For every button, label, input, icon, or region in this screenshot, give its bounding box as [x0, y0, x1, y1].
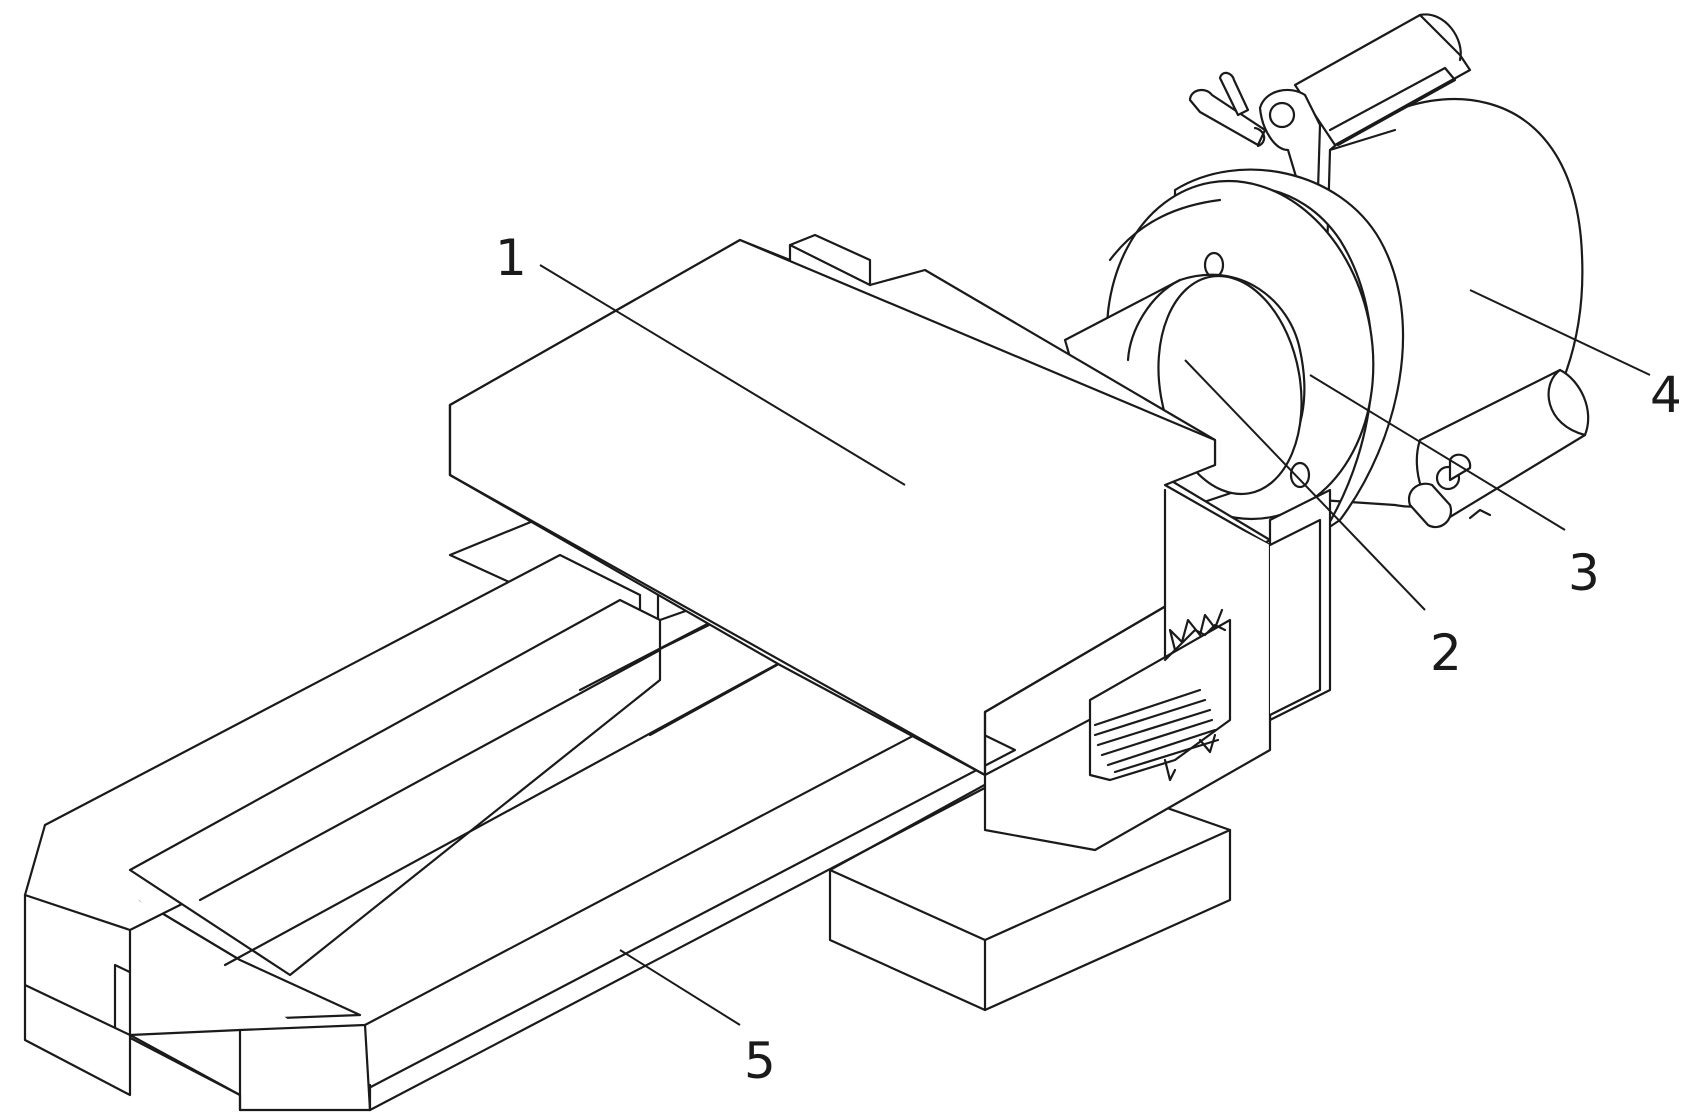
callout-2: 2: [1430, 624, 1462, 682]
callout-labels: 1 2 3 4 5: [495, 229, 1682, 1090]
body-part-1: [448, 233, 1322, 852]
callout-5: 5: [744, 1032, 776, 1090]
leader-line-2: [1184, 359, 1426, 611]
callout-3: 3: [1568, 544, 1600, 602]
leader-line-1: [539, 264, 906, 486]
callout-4: 4: [1650, 366, 1682, 424]
leader-line-3: [1309, 374, 1566, 531]
leader-line-4: [1469, 289, 1651, 376]
leader-line-5: [619, 949, 741, 1026]
leader-lines: [539, 264, 1651, 1026]
callout-1: 1: [495, 229, 527, 287]
